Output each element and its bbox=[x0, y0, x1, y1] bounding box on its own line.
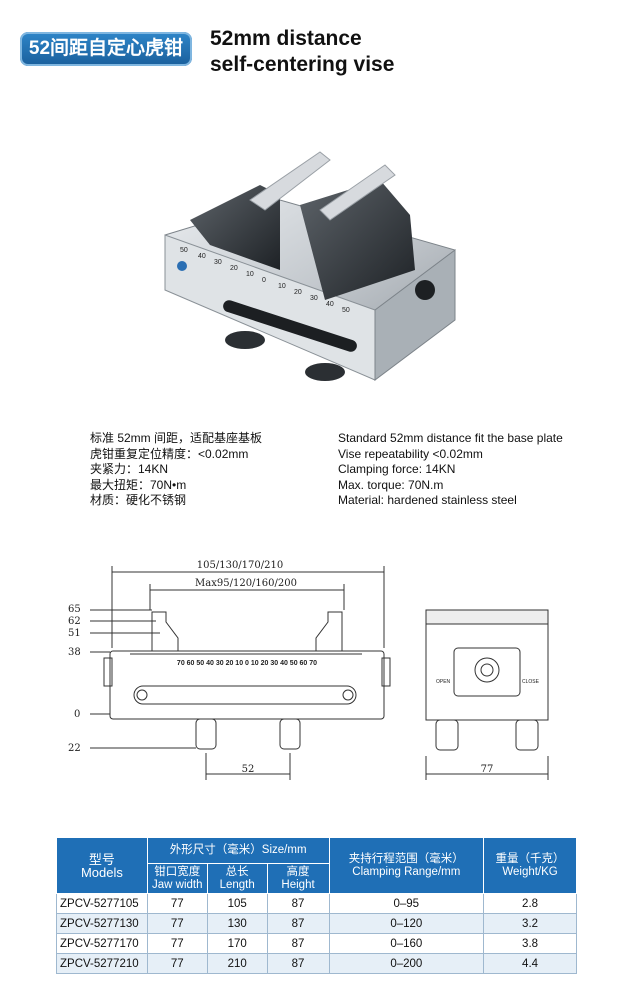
cell-model: ZPCV-5277130 bbox=[56, 913, 148, 934]
specs-chinese: 标准 52mm 间距，适配基座基板 虎钳重复定位精度：<0.02mm 夹紧力：1… bbox=[90, 431, 262, 509]
header-weight: 重量（千克） Weight/KG bbox=[483, 837, 577, 894]
spec-en-3: Clamping force: 14KN bbox=[338, 462, 456, 476]
cell-range: 0–200 bbox=[328, 953, 485, 974]
height-38: 38 bbox=[68, 647, 81, 658]
close-label: CLOSE bbox=[522, 679, 540, 685]
photo-scale-20: 20 bbox=[230, 265, 238, 272]
dim-77: 77 bbox=[481, 764, 494, 775]
table-row: ZPCV-5277130 77 130 87 0–120 3.2 bbox=[56, 913, 577, 934]
dim-max: Max95/120/160/200 bbox=[195, 578, 297, 589]
header-models: 型号 Models bbox=[56, 837, 148, 894]
photo-scale-r40: 40 bbox=[326, 301, 334, 308]
cell-height: 87 bbox=[266, 913, 330, 934]
cell-range: 0–95 bbox=[328, 893, 485, 914]
cell-length: 210 bbox=[206, 953, 268, 974]
photo-scale-r10: 10 bbox=[278, 283, 286, 290]
header-range-cn: 夹持行程范围（毫米） bbox=[348, 852, 464, 865]
table-row: ZPCV-5277170 77 170 87 0–160 3.8 bbox=[56, 933, 577, 954]
specs-table: 型号 Models 外形尺寸（毫米）Size/mm 夹持行程范围（毫米） Cla… bbox=[56, 837, 577, 974]
title-badge: 52间距自定心虎钳 bbox=[20, 32, 192, 66]
cell-height: 87 bbox=[266, 893, 330, 914]
header-weight-cn: 重量（千克） bbox=[495, 852, 565, 865]
header-length-cn: 总长 bbox=[225, 865, 249, 878]
spec-en-4: Max. torque: 70N.m bbox=[338, 477, 444, 492]
cell-jaw: 77 bbox=[146, 953, 208, 974]
header-model-cn: 型号 bbox=[88, 851, 115, 867]
cell-height: 87 bbox=[266, 953, 330, 974]
cell-model: ZPCV-5277105 bbox=[56, 893, 148, 914]
header-length: 总长 Length bbox=[206, 863, 268, 894]
header-range: 夹持行程范围（毫米） Clamping Range/mm bbox=[328, 837, 485, 894]
cell-jaw: 77 bbox=[146, 893, 208, 914]
header-height-en: Height bbox=[281, 878, 315, 891]
cell-weight: 3.2 bbox=[483, 913, 577, 934]
height-51: 51 bbox=[68, 628, 81, 639]
header-size: 外形尺寸（毫米）Size/mm bbox=[146, 837, 330, 864]
cell-weight: 2.8 bbox=[483, 893, 577, 914]
spec-cn-3: 夹紧力：14KN bbox=[90, 462, 169, 476]
header-height-cn: 高度 bbox=[286, 865, 310, 878]
title-line-1: 52mm distance bbox=[210, 27, 362, 50]
cell-model: ZPCV-5277210 bbox=[56, 953, 148, 974]
spec-cn-1: 标准 52mm 间距，适配基座基板 bbox=[90, 431, 263, 445]
dim-52: 52 bbox=[242, 764, 255, 775]
spec-en-2: Vise repeatability <0.02mm bbox=[338, 446, 483, 461]
table-row: ZPCV-5277210 77 210 87 0–200 4.4 bbox=[56, 953, 577, 974]
spec-cn-5: 材质：硬化不锈钢 bbox=[90, 493, 187, 507]
cell-length: 130 bbox=[206, 913, 268, 934]
cell-range: 0–160 bbox=[328, 933, 485, 954]
header-jaw-cn: 钳口宽度 bbox=[154, 865, 201, 878]
dim-total: 105/130/170/210 bbox=[197, 560, 283, 571]
title-line-2: self-centering vise bbox=[210, 53, 395, 76]
photo-scale-r50: 50 bbox=[342, 307, 350, 314]
technical-drawing: 105/130/170/210 Max95/120/160/200 65 62 … bbox=[68, 560, 549, 780]
specs-english: Standard 52mm distance fit the base plat… bbox=[338, 431, 563, 509]
cell-length: 170 bbox=[206, 933, 268, 954]
photo-scale-50: 50 bbox=[180, 247, 188, 254]
cell-height: 87 bbox=[266, 933, 330, 954]
header-jaw: 钳口宽度 Jaw width bbox=[146, 863, 208, 894]
height-22: 22 bbox=[68, 743, 81, 754]
page-title: 52mm distance self-centering vise bbox=[210, 26, 394, 78]
height-65: 65 bbox=[68, 604, 81, 615]
height-62: 62 bbox=[68, 616, 81, 627]
header-range-en: Clamping Range/mm bbox=[352, 865, 461, 878]
spec-en-1: Standard 52mm distance fit the base plat… bbox=[338, 431, 563, 445]
table-row: ZPCV-5277105 77 105 87 0–95 2.8 bbox=[56, 893, 577, 914]
spec-cn-2: 虎钳重复定位精度：<0.02mm bbox=[90, 446, 249, 461]
cell-range: 0–120 bbox=[328, 913, 485, 934]
header-jaw-en: Jaw width bbox=[152, 878, 203, 891]
photo-scale-0: 0 bbox=[262, 277, 266, 284]
header-model-en: Models bbox=[80, 864, 123, 880]
product-photo: 50 40 30 20 10 0 10 20 30 40 50 bbox=[164, 151, 456, 381]
photo-scale-40: 40 bbox=[198, 253, 206, 260]
spec-en-5: Material: hardened stainless steel bbox=[338, 493, 517, 507]
photo-scale-10: 10 bbox=[246, 271, 254, 278]
header-height: 高度 Height bbox=[266, 863, 330, 894]
cell-jaw: 77 bbox=[146, 933, 208, 954]
header-length-en: Length bbox=[219, 878, 255, 891]
photo-scale-r30: 30 bbox=[310, 295, 318, 302]
drawing-scale: 70 60 50 40 30 20 10 0 10 20 30 40 50 60… bbox=[177, 660, 317, 667]
spec-cn-4: 最大扭矩：70N•m bbox=[90, 477, 187, 492]
cell-model: ZPCV-5277170 bbox=[56, 933, 148, 954]
header-weight-en: Weight/KG bbox=[502, 865, 558, 878]
cell-length: 105 bbox=[206, 893, 268, 914]
photo-scale-r20: 20 bbox=[294, 289, 302, 296]
cell-weight: 4.4 bbox=[483, 953, 577, 974]
height-0: 0 bbox=[74, 709, 80, 720]
cell-jaw: 77 bbox=[146, 913, 208, 934]
photo-scale-30: 30 bbox=[214, 259, 222, 266]
open-label: OPEN bbox=[436, 679, 451, 685]
cell-weight: 3.8 bbox=[483, 933, 577, 954]
